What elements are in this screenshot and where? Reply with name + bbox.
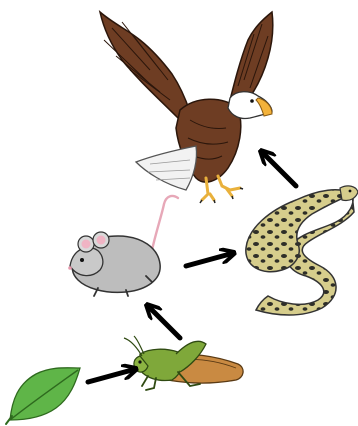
arrow-mouse-to-snake	[186, 254, 230, 266]
snake-icon	[246, 186, 358, 315]
eagle-icon	[100, 12, 273, 203]
mouse-icon	[68, 196, 178, 296]
arrow-snake-to-eagle	[264, 154, 296, 186]
arrow-grasshopper-to-mouse	[150, 308, 180, 338]
grasshopper-icon	[124, 336, 243, 390]
arrow-leaf-to-grasshopper	[88, 370, 132, 382]
leaf-icon	[6, 368, 80, 424]
